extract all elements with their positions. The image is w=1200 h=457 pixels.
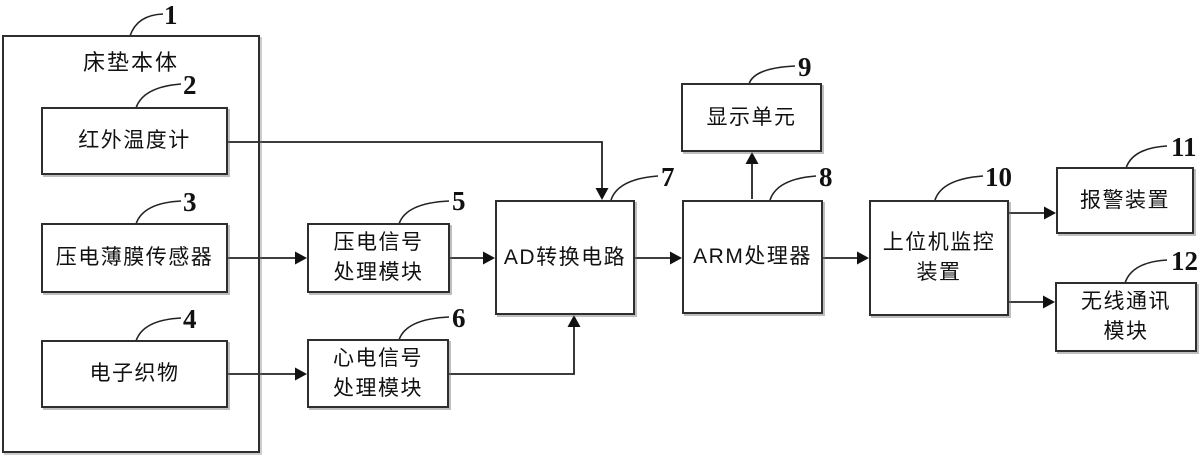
arrowhead-down-into-ad: [595, 188, 609, 200]
host-monitor-label: 上位机监控 装置: [882, 231, 996, 284]
block-ecg-signal-module: 心电信号 处理模块: [307, 339, 449, 408]
ref-numeral-2: 2: [183, 70, 197, 100]
wire-infrared-to-ad: [228, 141, 603, 189]
arrowhead-into-alarm: [1044, 206, 1056, 220]
block-wireless-module: 无线通讯 模块: [1055, 282, 1197, 352]
leader-ref-7: [610, 175, 659, 201]
ref-numeral-12: 12: [1171, 246, 1198, 276]
ref-numeral-11: 11: [1171, 132, 1197, 162]
arrowhead-up-into-display: [745, 152, 759, 164]
arrowhead-into-host: [857, 251, 869, 265]
ref-numeral-5: 5: [452, 186, 466, 216]
ref-numeral-4: 4: [183, 304, 197, 334]
ref-numeral-8: 8: [819, 162, 833, 192]
leader-ref-2: [135, 83, 182, 109]
piezo-film-sensor-label: 压电薄膜传感器: [55, 246, 214, 269]
electronic-fabric-label: 电子织物: [89, 362, 180, 385]
block-display-unit: 显示单元: [681, 83, 822, 152]
leader-ref-4: [135, 317, 182, 342]
wireless-module-label: 无线通讯 模块: [1081, 290, 1171, 343]
block-alarm-device: 报警装置: [1056, 167, 1194, 234]
block-electronic-fabric: 电子织物: [41, 340, 228, 408]
arrowhead-into-piezomodule: [295, 251, 307, 265]
alarm-device-label: 报警装置: [1080, 188, 1170, 212]
block-mattress-body: 床垫本体: [2, 35, 260, 453]
block-host-monitor: 上位机监控 装置: [869, 200, 1009, 316]
leader-ref-11: [1125, 145, 1168, 169]
leader-ref-10: [934, 175, 984, 201]
arrowhead-into-ad-left: [483, 251, 495, 265]
arrowhead-up-into-ad: [567, 315, 581, 327]
block-infrared-thermometer: 红外温度计: [41, 107, 228, 175]
leader-ref-8: [769, 175, 817, 201]
leader-ref-3: [135, 200, 182, 225]
ref-numeral-6: 6: [452, 303, 466, 333]
arrowhead-into-arm: [670, 251, 682, 265]
display-unit-label: 显示单元: [706, 105, 797, 129]
infrared-thermometer-label: 红外温度计: [78, 129, 191, 152]
mattress-body-label: 床垫本体: [82, 50, 179, 75]
ref-numeral-10: 10: [985, 162, 1012, 192]
arrowhead-into-wireless: [1043, 295, 1055, 309]
leader-ref-1: [129, 13, 164, 37]
leader-ref-5: [398, 200, 450, 225]
block-arm-processor: ARM处理器: [682, 200, 823, 314]
leader-ref-12: [1124, 259, 1168, 284]
leader-ref-6: [398, 316, 450, 341]
block-ad-converter: AD转换电路: [495, 200, 635, 315]
ref-numeral-9: 9: [798, 52, 812, 82]
ref-numeral-1: 1: [164, 0, 178, 30]
leader-ref-9: [748, 65, 796, 85]
ref-numeral-3: 3: [183, 187, 197, 217]
piezo-signal-module-label: 压电信号 处理模块: [333, 231, 424, 284]
arm-processor-label: ARM处理器: [693, 245, 812, 268]
block-piezo-signal-module: 压电信号 处理模块: [307, 223, 450, 293]
arrowhead-into-ecgmodule: [295, 367, 307, 381]
ecg-signal-module-label: 心电信号 处理模块: [333, 346, 423, 400]
ad-converter-label: AD转换电路: [503, 245, 627, 269]
wire-ecgmodule-to-ad: [449, 326, 575, 375]
block-piezo-film-sensor: 压电薄膜传感器: [41, 223, 228, 293]
ref-numeral-7: 7: [661, 162, 675, 192]
